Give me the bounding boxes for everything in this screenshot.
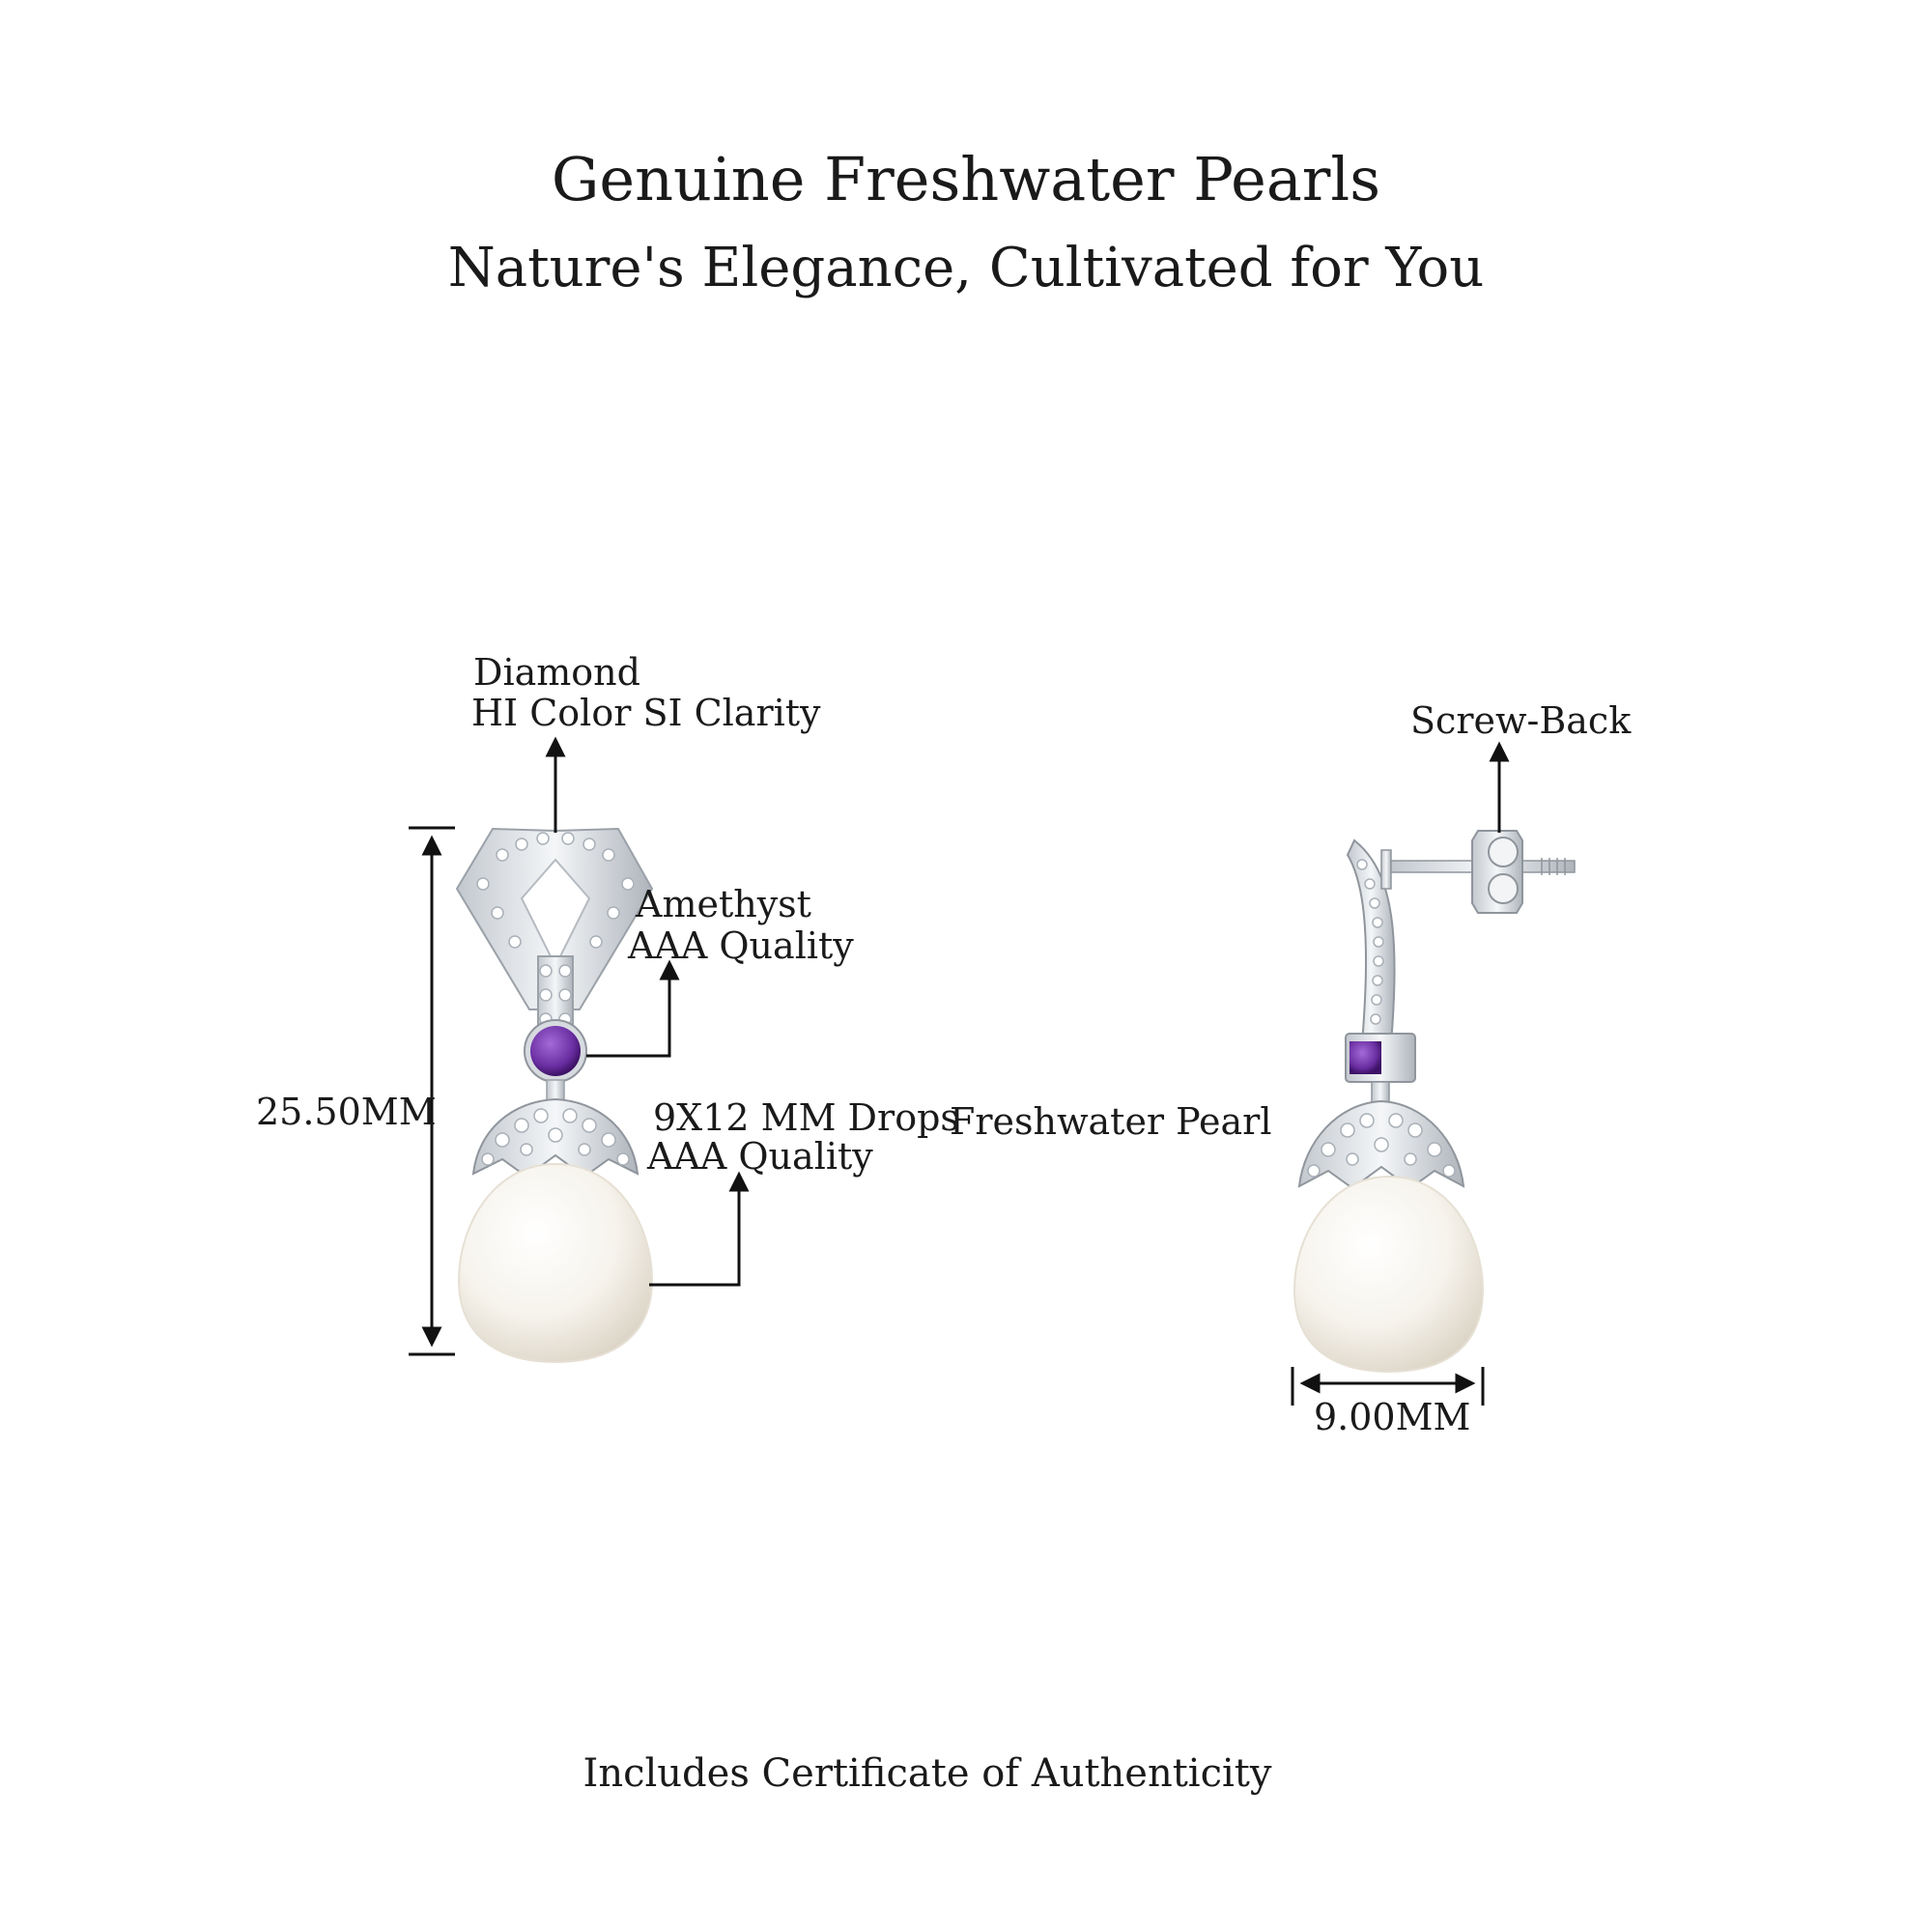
side-link [1371, 1081, 1390, 1104]
amethyst-gem [530, 1026, 581, 1076]
amethyst-link [546, 1079, 565, 1102]
page-title: Genuine Freshwater Pearls [551, 144, 1381, 214]
height-dimension [409, 826, 455, 1356]
screw-threads [1541, 858, 1566, 875]
width-dimension-label: 9.00MM [1314, 1396, 1471, 1438]
height-dimension-label: 25.50MM [256, 1091, 437, 1133]
amethyst-quality-label: AAA Quality [628, 924, 854, 967]
screw-back-label: Screw-Back [1410, 699, 1632, 742]
nut-loop-bottom [1488, 873, 1519, 904]
diamond-quality-label: HI Color SI Clarity [471, 692, 821, 734]
side-amethyst-gem [1350, 1041, 1381, 1074]
leader-lines [545, 736, 1510, 1287]
amethyst-label: Amethyst [636, 883, 811, 925]
amethyst-leader [586, 959, 680, 1058]
pearl-size-leader [649, 1171, 750, 1287]
side-earring [1293, 830, 1576, 1374]
certificate-note: Includes Certificate of Authenticity [582, 1751, 1272, 1796]
screw-post-plate [1380, 849, 1392, 890]
pearl-quality-label: AAA Quality [647, 1135, 873, 1178]
pearl-size-label: 9X12 MM Drops [653, 1096, 959, 1139]
side-pave-diamonds [1356, 859, 1384, 1025]
nut-loop-top [1488, 837, 1519, 867]
pearl-type-label: Freshwater Pearl [950, 1100, 1272, 1143]
width-dimension [1291, 1367, 1485, 1406]
page-subtitle: Nature's Elegance, Cultivated for You [447, 237, 1485, 299]
pave-diamonds-cap [481, 1108, 630, 1166]
side-cap-diamonds [1307, 1113, 1456, 1178]
side-freshwater-pearl [1293, 1175, 1485, 1374]
diamond-label: Diamond [473, 651, 640, 694]
freshwater-pearl [457, 1162, 654, 1364]
front-earring [455, 827, 654, 1364]
